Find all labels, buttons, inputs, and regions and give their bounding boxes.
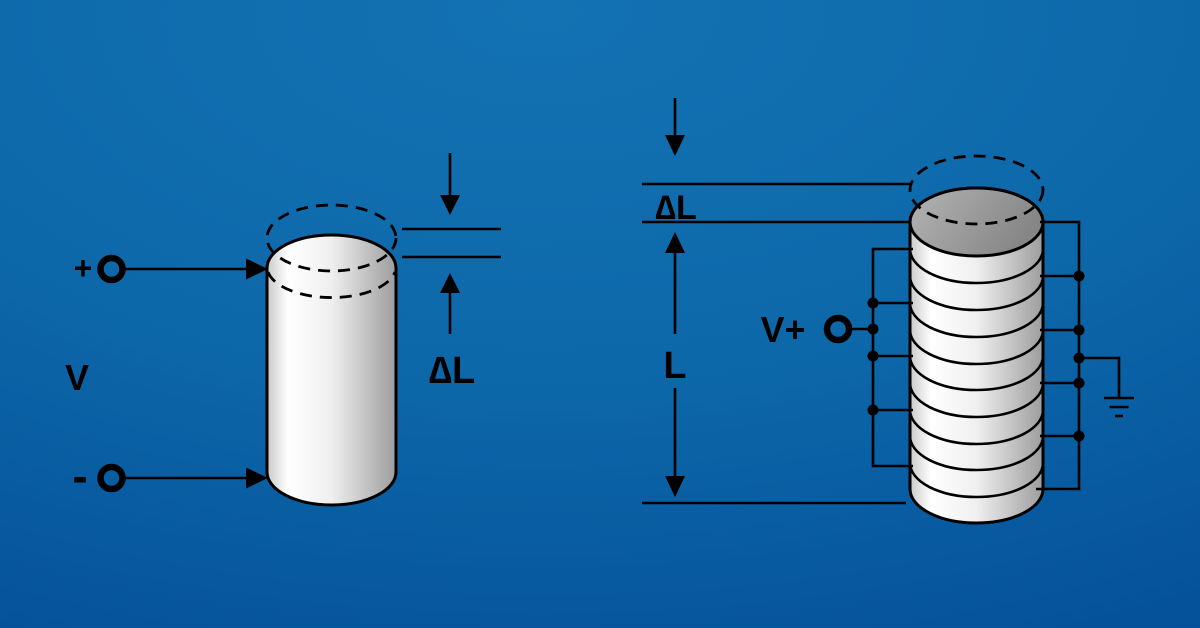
junction-dot (867, 350, 879, 362)
disc-junction-arc (908, 435, 1045, 472)
disc-junction-arc (908, 355, 1045, 392)
v-plus-terminal: V+ (760, 309, 873, 350)
minus-terminal: - (72, 450, 268, 502)
minus-label: - (72, 450, 87, 502)
arrow-up-icon (440, 273, 460, 293)
stacked-actuator-diagram: ∆L L (642, 98, 1134, 525)
expanded-top-outline (265, 203, 398, 273)
delta-l-label: ∆L (429, 350, 475, 392)
ground-connection (1079, 356, 1134, 418)
junction-dot (867, 297, 879, 309)
terminal-circle-icon (823, 314, 853, 344)
length-label: L (663, 345, 686, 387)
original-rim-dashed-arc (266, 271, 397, 299)
disc-junction-arc (908, 329, 1045, 366)
stack-top-face (908, 186, 1045, 258)
v-plus-label: V+ (760, 309, 805, 350)
voltage-label: V (65, 357, 89, 398)
delta-l-label: ∆L (655, 189, 697, 227)
terminal-circle-icon (97, 463, 126, 493)
single-layer-actuator-diagram: ∆L + V - (65, 153, 501, 507)
disc-junction-arc (908, 409, 1045, 446)
disc-junctions (908, 248, 1045, 499)
arrow-right-icon (246, 467, 268, 489)
disc-junction-arc (908, 302, 1045, 339)
disc-junction-arc (908, 275, 1045, 312)
junction-dot (1073, 270, 1085, 282)
junction-dot (1073, 430, 1085, 442)
disc-junction-arc (908, 382, 1045, 419)
delta-l-dimension-stack: ∆L (642, 98, 910, 227)
right-electrode-bus (1036, 220, 1085, 491)
expanded-top-outline (908, 154, 1045, 226)
ground-icon (1104, 396, 1134, 418)
arrow-down-icon (665, 135, 685, 156)
length-dimension: L (642, 232, 906, 505)
plus-label: + (74, 250, 93, 286)
plus-terminal: + (74, 250, 268, 286)
disc-junction-arc (908, 248, 1045, 285)
arrow-down-icon (440, 195, 460, 215)
disc-junction-arc (908, 462, 1045, 499)
junction-dot (867, 404, 879, 416)
junction-dot (1073, 324, 1085, 336)
delta-l-dimension-left-diagram: ∆L (402, 153, 501, 392)
terminal-circle-icon (97, 254, 126, 284)
ground-wire (1079, 356, 1121, 398)
arrow-right-icon (246, 258, 268, 280)
junction-dot (1073, 377, 1085, 389)
arrow-down-icon (665, 476, 685, 497)
cylinder-body (265, 233, 398, 507)
arrow-up-icon (665, 232, 685, 253)
